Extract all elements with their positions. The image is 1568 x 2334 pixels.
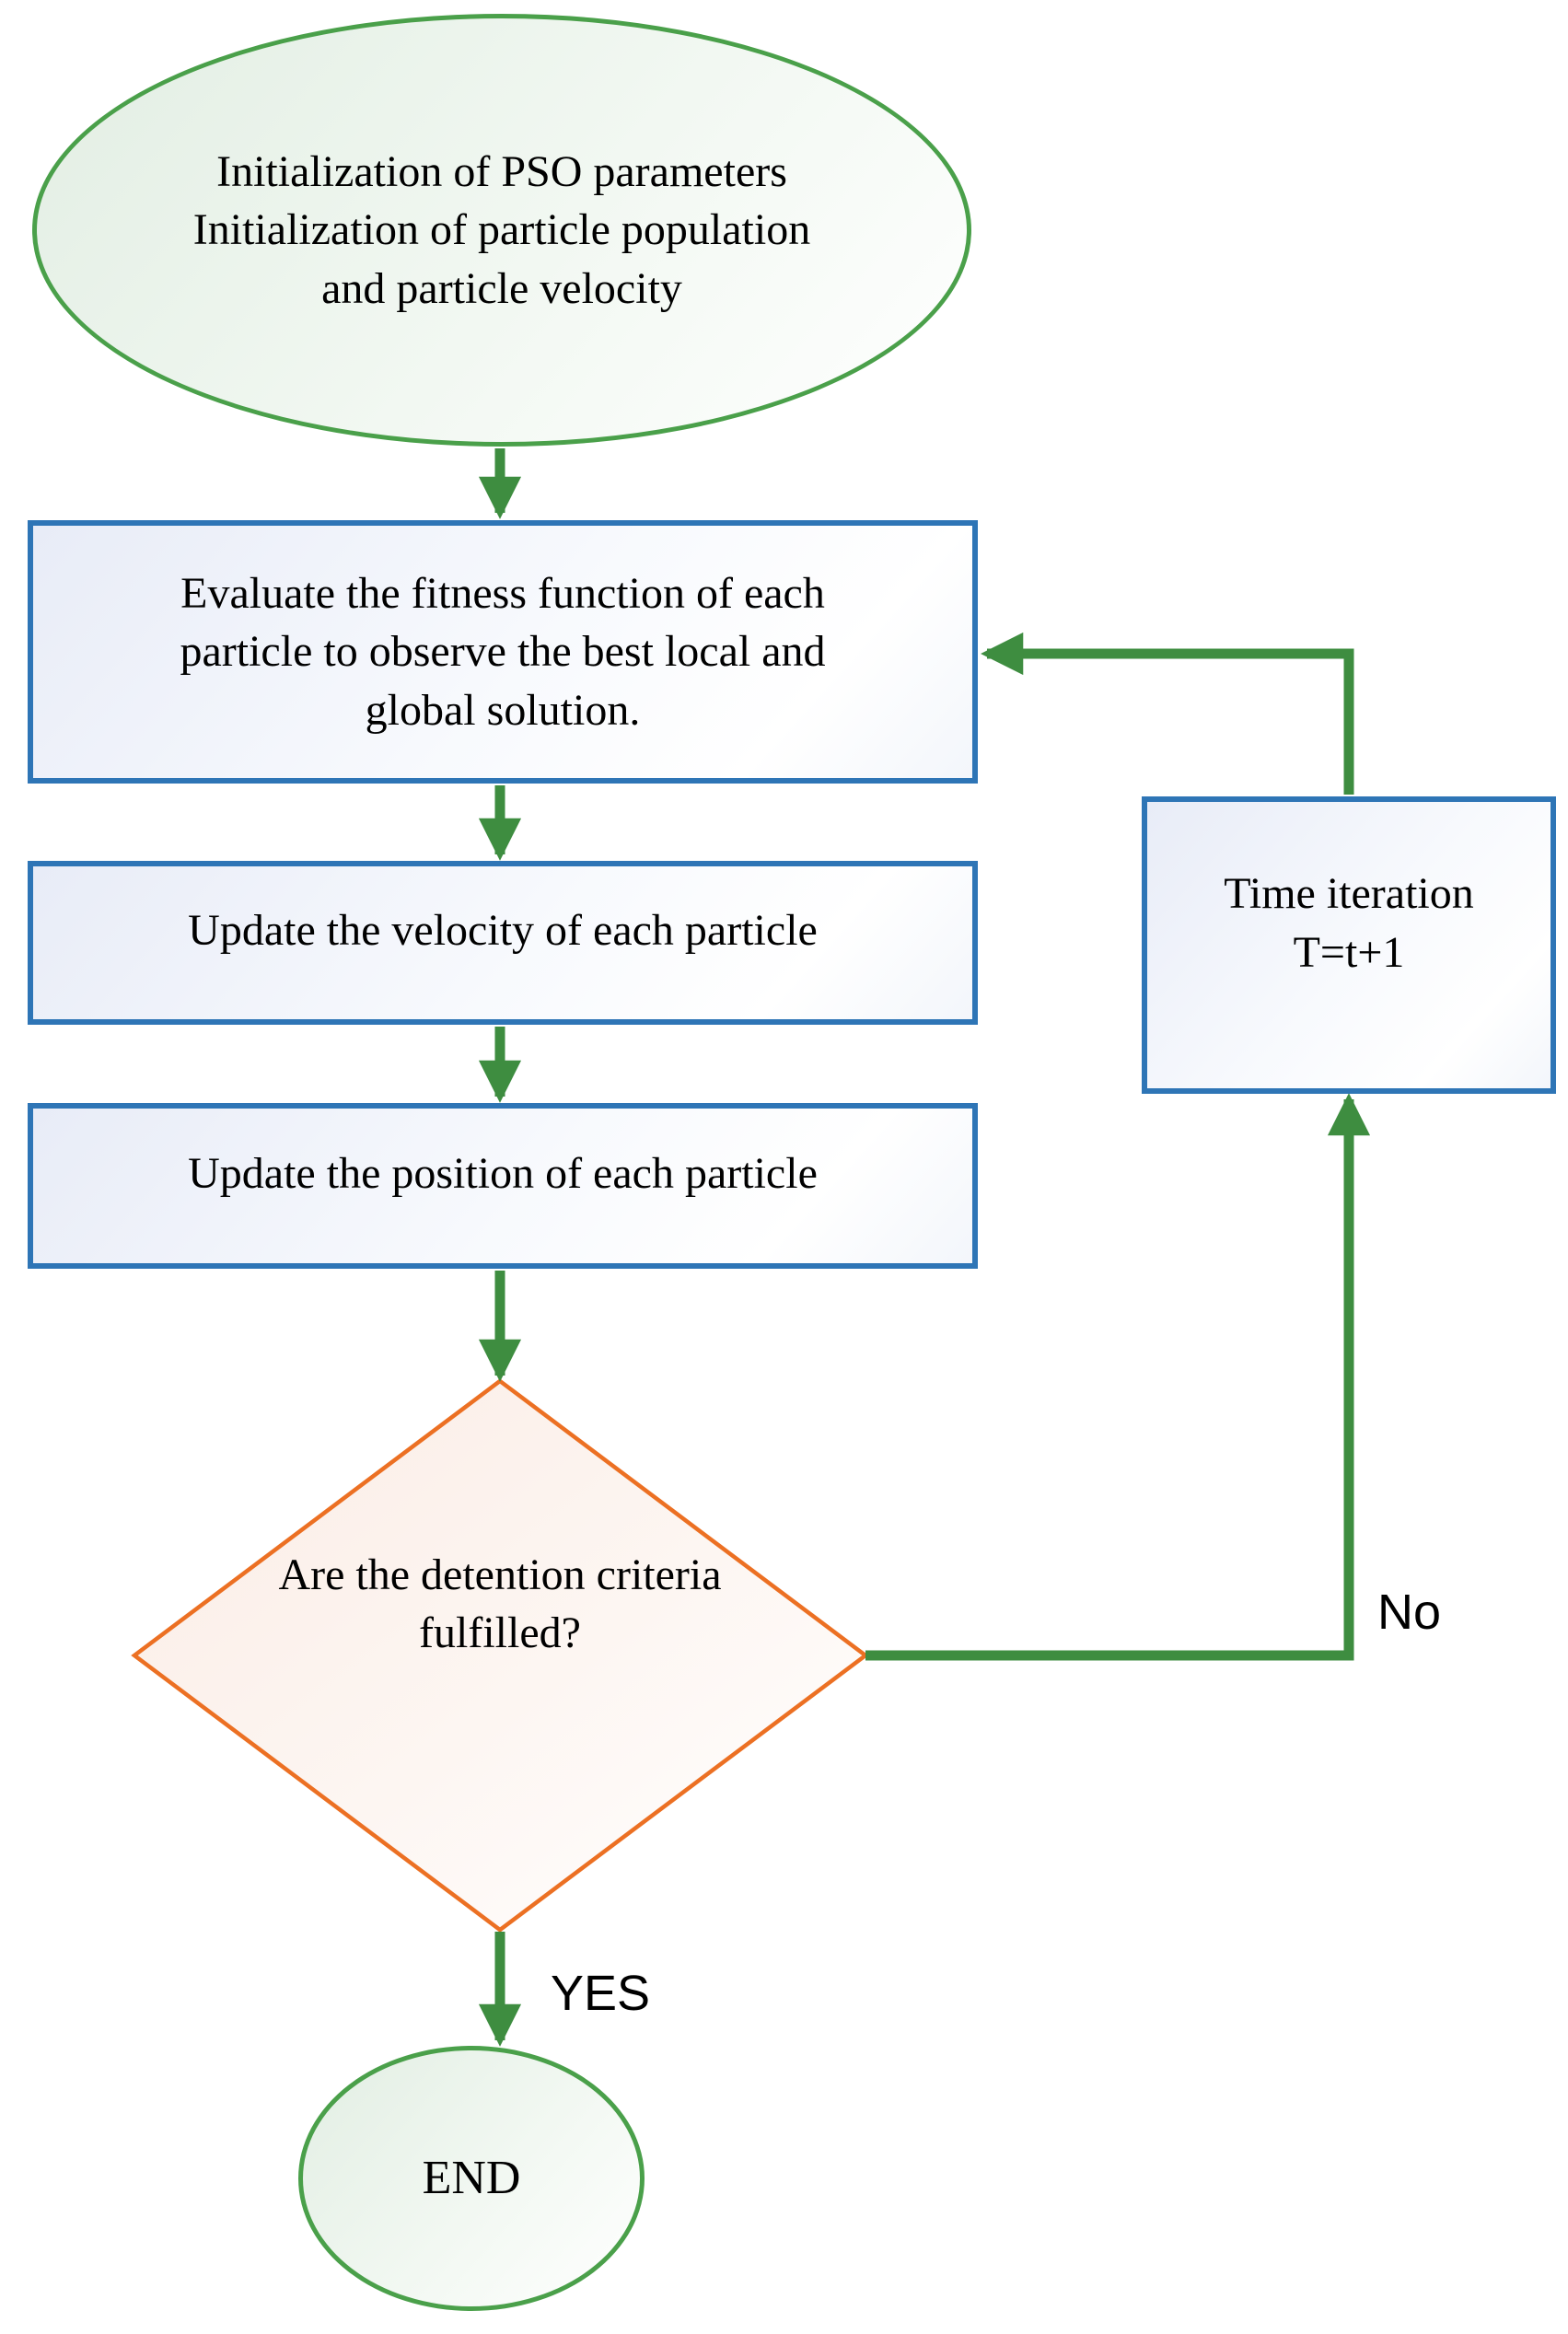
time-iteration-text: Time iteration T=t+1 bbox=[1224, 865, 1474, 981]
decision-text: Are the detention criteria fulfilled? bbox=[278, 1546, 721, 1663]
update-velocity-text: Update the velocity of each particle bbox=[188, 901, 818, 959]
start-line-3: and particle velocity bbox=[321, 263, 682, 313]
end-node-text: END bbox=[423, 2147, 521, 2211]
update-position-line-1: Update the position of each particle bbox=[188, 1149, 818, 1199]
update-velocity-line-1: Update the velocity of each particle bbox=[188, 906, 818, 956]
time-iteration-box: Time iteration T=t+1 bbox=[1142, 796, 1556, 1094]
decision-diamond-shape bbox=[131, 1378, 869, 1933]
start-node: Initialization of PSO parameters Initial… bbox=[32, 14, 971, 447]
evaluate-line-2: particle to observe the best local and bbox=[180, 627, 826, 677]
decision-line-2: fulfilled? bbox=[419, 1608, 581, 1657]
time-iteration-line-1: Time iteration bbox=[1224, 869, 1474, 919]
start-line-2: Initialization of particle population bbox=[192, 205, 811, 255]
end-node: END bbox=[298, 2046, 645, 2311]
update-position-box: Update the position of each particle bbox=[28, 1103, 978, 1269]
decision-line-1: Are the detention criteria bbox=[278, 1550, 722, 1599]
end-line-1: END bbox=[422, 2151, 521, 2204]
no-branch-label: No bbox=[1377, 1585, 1442, 1640]
update-velocity-box: Update the velocity of each particle bbox=[28, 861, 978, 1025]
decision-diamond-node: Are the detention criteria fulfilled? bbox=[159, 1399, 841, 1860]
update-position-text: Update the position of each particle bbox=[188, 1144, 818, 1202]
evaluate-line-3: global solution. bbox=[365, 685, 641, 735]
time-iteration-line-2: T=t+1 bbox=[1293, 927, 1405, 977]
yes-branch-label: YES bbox=[551, 1966, 651, 2021]
start-line-1: Initialization of PSO parameters bbox=[216, 146, 787, 196]
edge-decision-to-time-no bbox=[865, 1093, 1371, 1661]
evaluate-line-1: Evaluate the fitness function of each bbox=[180, 568, 825, 618]
evaluate-fitness-box: Evaluate the fitness function of each pa… bbox=[28, 520, 978, 784]
start-node-text: Initialization of PSO parameters Initial… bbox=[193, 143, 810, 318]
evaluate-fitness-text: Evaluate the fitness function of each pa… bbox=[180, 564, 825, 739]
edge-time-to-evaluate-return bbox=[981, 632, 1354, 795]
